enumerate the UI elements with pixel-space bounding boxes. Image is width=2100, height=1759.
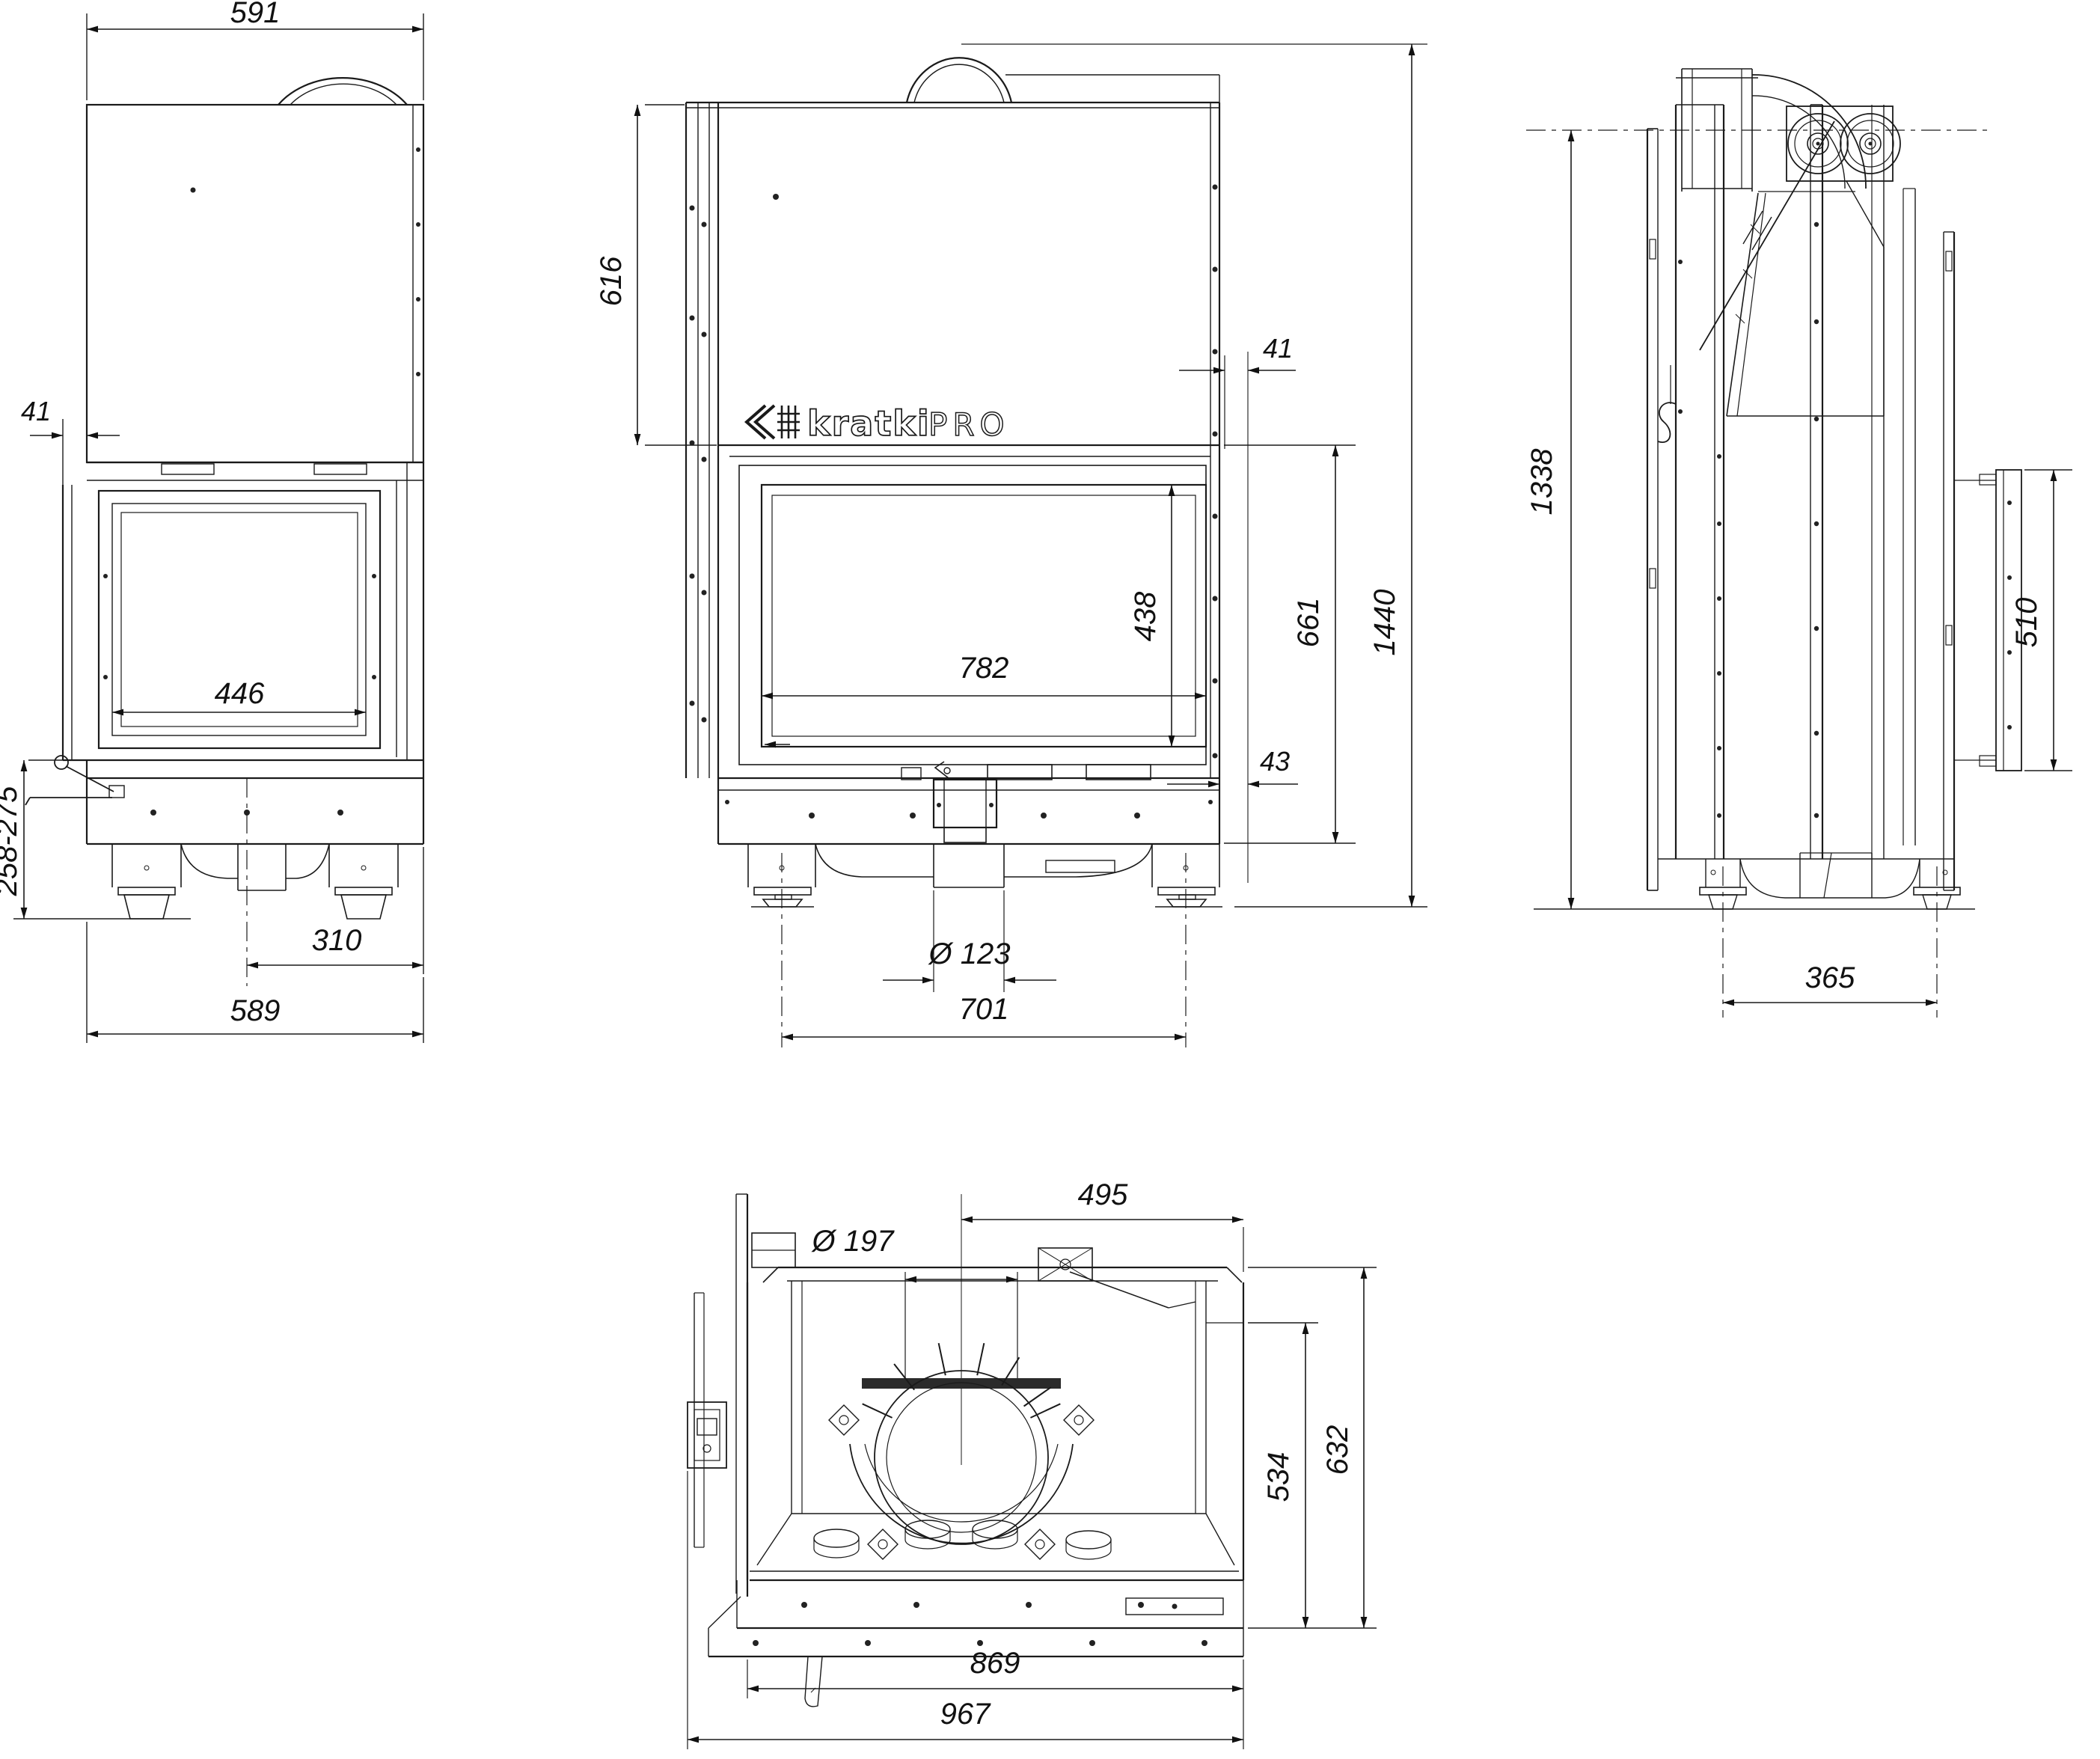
top-view bbox=[687, 1193, 1377, 1749]
dim-top-overall-depth: 632 bbox=[1321, 1425, 1354, 1475]
dim-right-feet-spacing: 365 bbox=[1805, 961, 1855, 994]
dim-left-top-width: 591 bbox=[230, 0, 281, 29]
dim-top-flue-center-offset: 495 bbox=[1078, 1178, 1128, 1211]
dim-top-body-depth: 534 bbox=[1262, 1452, 1295, 1502]
dim-left-door-offset: 41 bbox=[21, 396, 51, 426]
dim-front-outlet-diameter: Ø 123 bbox=[928, 937, 1011, 970]
logo-brand-text: kratki bbox=[807, 403, 931, 444]
dim-top-overall-width: 967 bbox=[940, 1698, 991, 1731]
logo-suffix-text: PRO bbox=[928, 406, 1010, 443]
logo-chevron-icon bbox=[753, 404, 776, 440]
dim-front-firebox-height: 661 bbox=[1292, 598, 1325, 648]
dim-left-plinth-height: 258-275 bbox=[0, 786, 23, 897]
dim-left-flue-offset: 310 bbox=[312, 924, 362, 957]
front-view bbox=[634, 43, 1427, 1047]
logo-grid-icon bbox=[777, 406, 800, 438]
dim-front-upper-height: 616 bbox=[595, 256, 628, 306]
dim-right-rear-panel-height: 510 bbox=[2010, 598, 2043, 648]
right-side-view bbox=[1526, 68, 2072, 1018]
logo-chevron-icon bbox=[744, 404, 767, 440]
dim-front-feet-spacing: 701 bbox=[959, 993, 1009, 1026]
left-side-view bbox=[13, 13, 425, 1043]
dim-front-overall-height: 1440 bbox=[1368, 590, 1401, 656]
dim-left-glass-width: 446 bbox=[215, 677, 265, 710]
dim-top-flue-diameter: Ø 197 bbox=[811, 1225, 896, 1258]
dim-left-base-width: 589 bbox=[230, 994, 281, 1027]
dim-front-glass-height: 438 bbox=[1129, 591, 1162, 641]
dim-right-overall-height: 1338 bbox=[1525, 448, 1558, 516]
dim-top-body-width: 869 bbox=[970, 1647, 1020, 1680]
kratki-pro-logo: kratki PRO bbox=[744, 403, 1010, 444]
dim-front-side-offset: 41 bbox=[1263, 333, 1293, 364]
dim-front-glass-width: 782 bbox=[959, 652, 1009, 685]
dim-front-rear-offset: 43 bbox=[1260, 746, 1290, 777]
